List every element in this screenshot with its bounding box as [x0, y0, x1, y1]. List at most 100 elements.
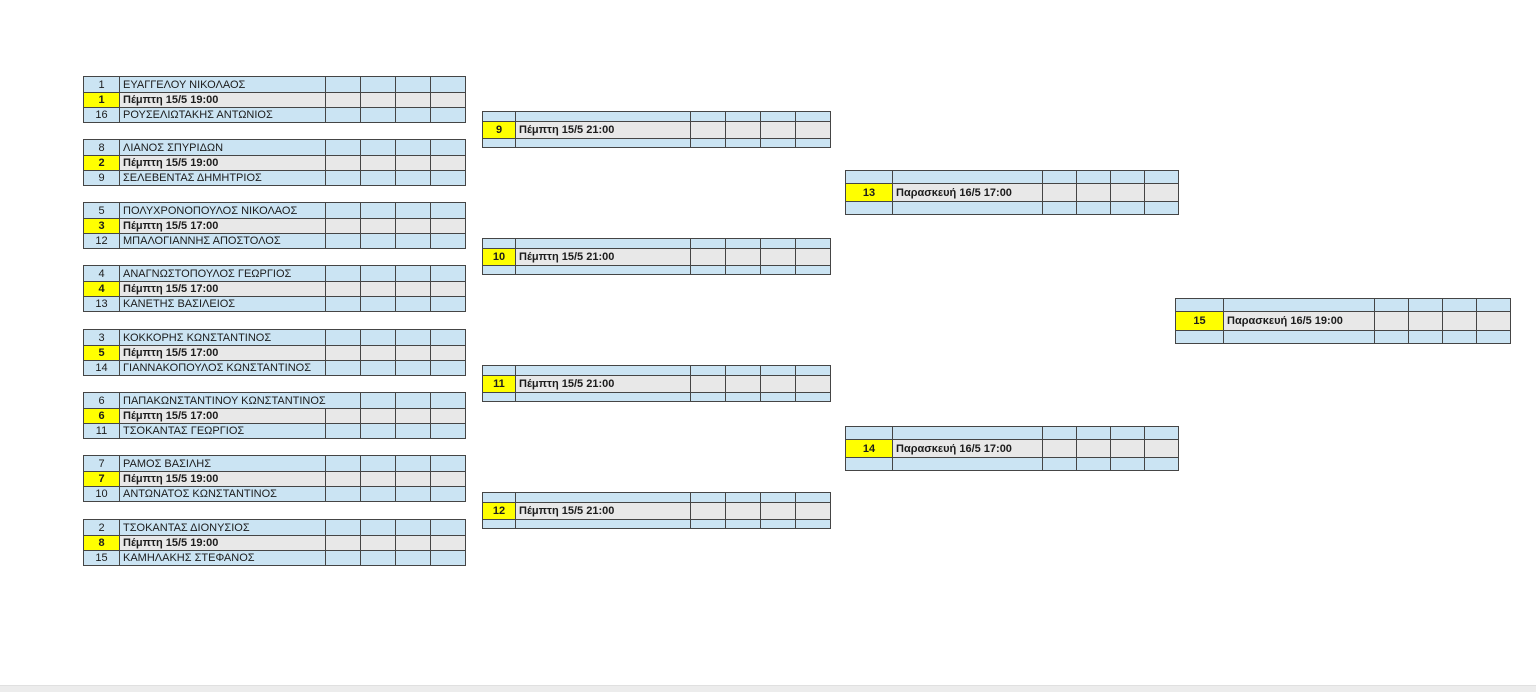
score-cell [360, 551, 395, 565]
score-cell [1374, 312, 1408, 330]
score-cell [725, 249, 760, 265]
schedule-cell: Πέμπτη 15/5 17:00 [119, 346, 325, 360]
seed-cell: 5 [84, 203, 119, 218]
seed-cell [483, 239, 515, 248]
seed-cell: 2 [84, 520, 119, 535]
score-cell [395, 171, 430, 185]
seed-cell: 4 [84, 266, 119, 281]
score-cell [395, 282, 430, 296]
score-cell [360, 140, 395, 155]
player-name: ΤΣΟΚΑΝΤΑΣ ΓΕΩΡΓΙΟΣ [123, 425, 245, 437]
empty-player-slot-row [483, 392, 830, 401]
schedule-cell: Πέμπτη 15/5 21:00 [515, 503, 690, 519]
match-number-cell: 4 [84, 282, 119, 296]
player-name: ΡΑΜΟΣ ΒΑΣΙΛΗΣ [123, 457, 212, 470]
match-number-cell: 11 [483, 376, 515, 392]
player-slot-cell [515, 112, 690, 121]
score-cell [690, 366, 725, 375]
match-number-cell: 14 [846, 440, 892, 457]
score-cell [430, 140, 465, 155]
score-cell [430, 409, 465, 423]
score-cell [795, 393, 830, 401]
schedule-cell: Πέμπτη 15/5 21:00 [515, 376, 690, 392]
score-cell [395, 409, 430, 423]
score-cell [1076, 171, 1110, 183]
match-number-cell: 7 [84, 472, 119, 486]
score-cell [325, 361, 360, 375]
score-cell [1144, 458, 1178, 470]
score-cell [430, 234, 465, 248]
score-cell [1110, 202, 1144, 214]
score-cell [690, 249, 725, 265]
score-cell [430, 536, 465, 550]
seed-cell [483, 366, 515, 375]
schedule-text: Παρασκευή 16/5 19:00 [1227, 315, 1343, 327]
match-block-11: 11 Πέμπτη 15/5 21:00 [482, 365, 831, 402]
score-cell [725, 376, 760, 392]
score-cell [430, 520, 465, 535]
schedule-cell: Πέμπτη 15/5 17:00 [119, 282, 325, 296]
score-cell [795, 122, 830, 138]
score-cell [1076, 427, 1110, 439]
seed-cell: 1 [84, 77, 119, 92]
score-cell [1374, 331, 1408, 343]
score-cell [795, 112, 830, 121]
player-name-cell: ΡΟΥΣΕΛΙΩΤΑΚΗΣ ΑΝΤΩΝΙΟΣ [119, 108, 325, 122]
score-cell [760, 249, 795, 265]
schedule-cell: Πέμπτη 15/5 21:00 [515, 249, 690, 265]
player-name-cell: ΠΑΠΑΚΩΝΣΤΑΝΤΙΝΟΥ ΚΩΝΣΤΑΝΤΙΝΟΣ [119, 393, 326, 408]
schedule-row: 11 Πέμπτη 15/5 21:00 [483, 375, 830, 392]
player-slot-cell [1223, 299, 1374, 311]
score-cell [1476, 299, 1510, 311]
score-cell [1374, 299, 1408, 311]
score-cell [325, 203, 360, 218]
score-cell [325, 77, 360, 92]
score-cell [1076, 202, 1110, 214]
score-cell [395, 520, 430, 535]
score-cell [395, 266, 430, 281]
score-cell [325, 472, 360, 486]
score-cell [1110, 440, 1144, 457]
seed-cell: 15 [84, 551, 119, 565]
score-cell [360, 409, 395, 423]
seed-cell: 7 [84, 456, 119, 471]
score-cell [760, 376, 795, 392]
score-cell [325, 297, 360, 311]
score-cell [430, 219, 465, 233]
seed-cell: 12 [84, 234, 119, 248]
score-cell [690, 112, 725, 121]
score-cell [395, 140, 430, 155]
horizontal-scrollbar-track[interactable] [0, 685, 1536, 692]
score-cell [795, 366, 830, 375]
seed-cell: 16 [84, 108, 119, 122]
score-cell [395, 203, 430, 218]
score-cell [395, 456, 430, 471]
score-cell [725, 366, 760, 375]
player-name-cell: ΚΑΜΗΛΑΚΗΣ ΣΤΕΦΑΝΟΣ [119, 551, 325, 565]
score-cell [325, 409, 360, 423]
score-cell [325, 156, 360, 170]
match-number-cell: 8 [84, 536, 119, 550]
player-name-cell: ΤΣΟΚΑΝΤΑΣ ΔΙΟΝΥΣΙΟΣ [119, 520, 325, 535]
score-cell [690, 493, 725, 502]
match-number-cell: 5 [84, 346, 119, 360]
schedule-text: Πέμπτη 15/5 21:00 [519, 378, 615, 390]
score-cell [1110, 458, 1144, 470]
seed-cell [483, 520, 515, 528]
score-cell [395, 234, 430, 248]
empty-player-slot-row [483, 239, 830, 248]
empty-player-slot-row [1176, 299, 1510, 311]
schedule-text: Παρασκευή 16/5 17:00 [896, 186, 1012, 199]
player-name-cell: ΕΥΑΓΓΕΛΟΥ ΝΙΚΟΛΑΟΣ [119, 77, 325, 92]
empty-player-slot-row [483, 265, 830, 274]
schedule-text: Πέμπτη 15/5 17:00 [123, 410, 219, 422]
